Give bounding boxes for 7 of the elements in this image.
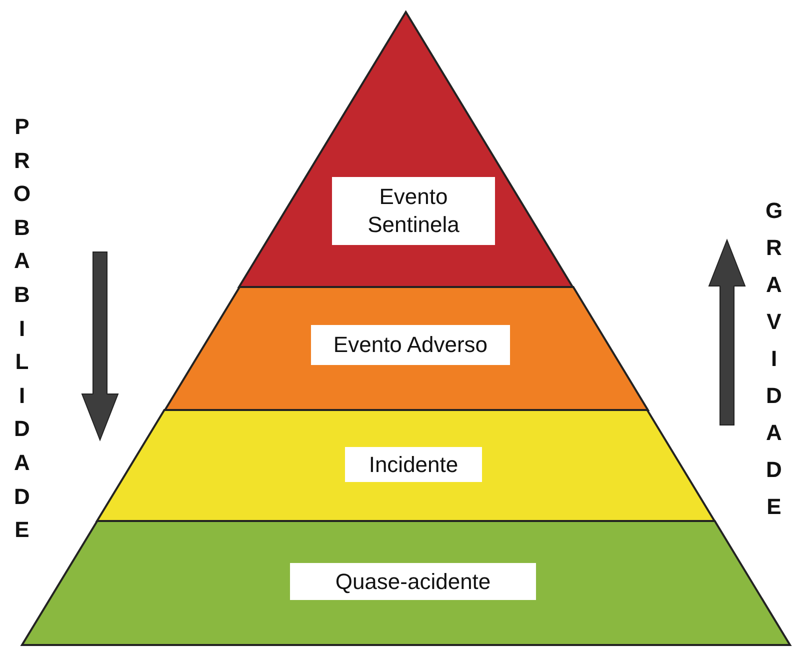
vertical-axis-label: GRAVIDADE	[764, 197, 784, 521]
vertical-axis-label: PROBABILIDADE	[12, 113, 32, 544]
level-label: Quase-acidente	[290, 563, 536, 600]
pyramid-level	[95, 409, 717, 522]
level-label: Evento Sentinela	[332, 177, 495, 245]
level-label: Incidente	[344, 447, 482, 482]
level-label: Evento Adverso	[310, 325, 510, 365]
